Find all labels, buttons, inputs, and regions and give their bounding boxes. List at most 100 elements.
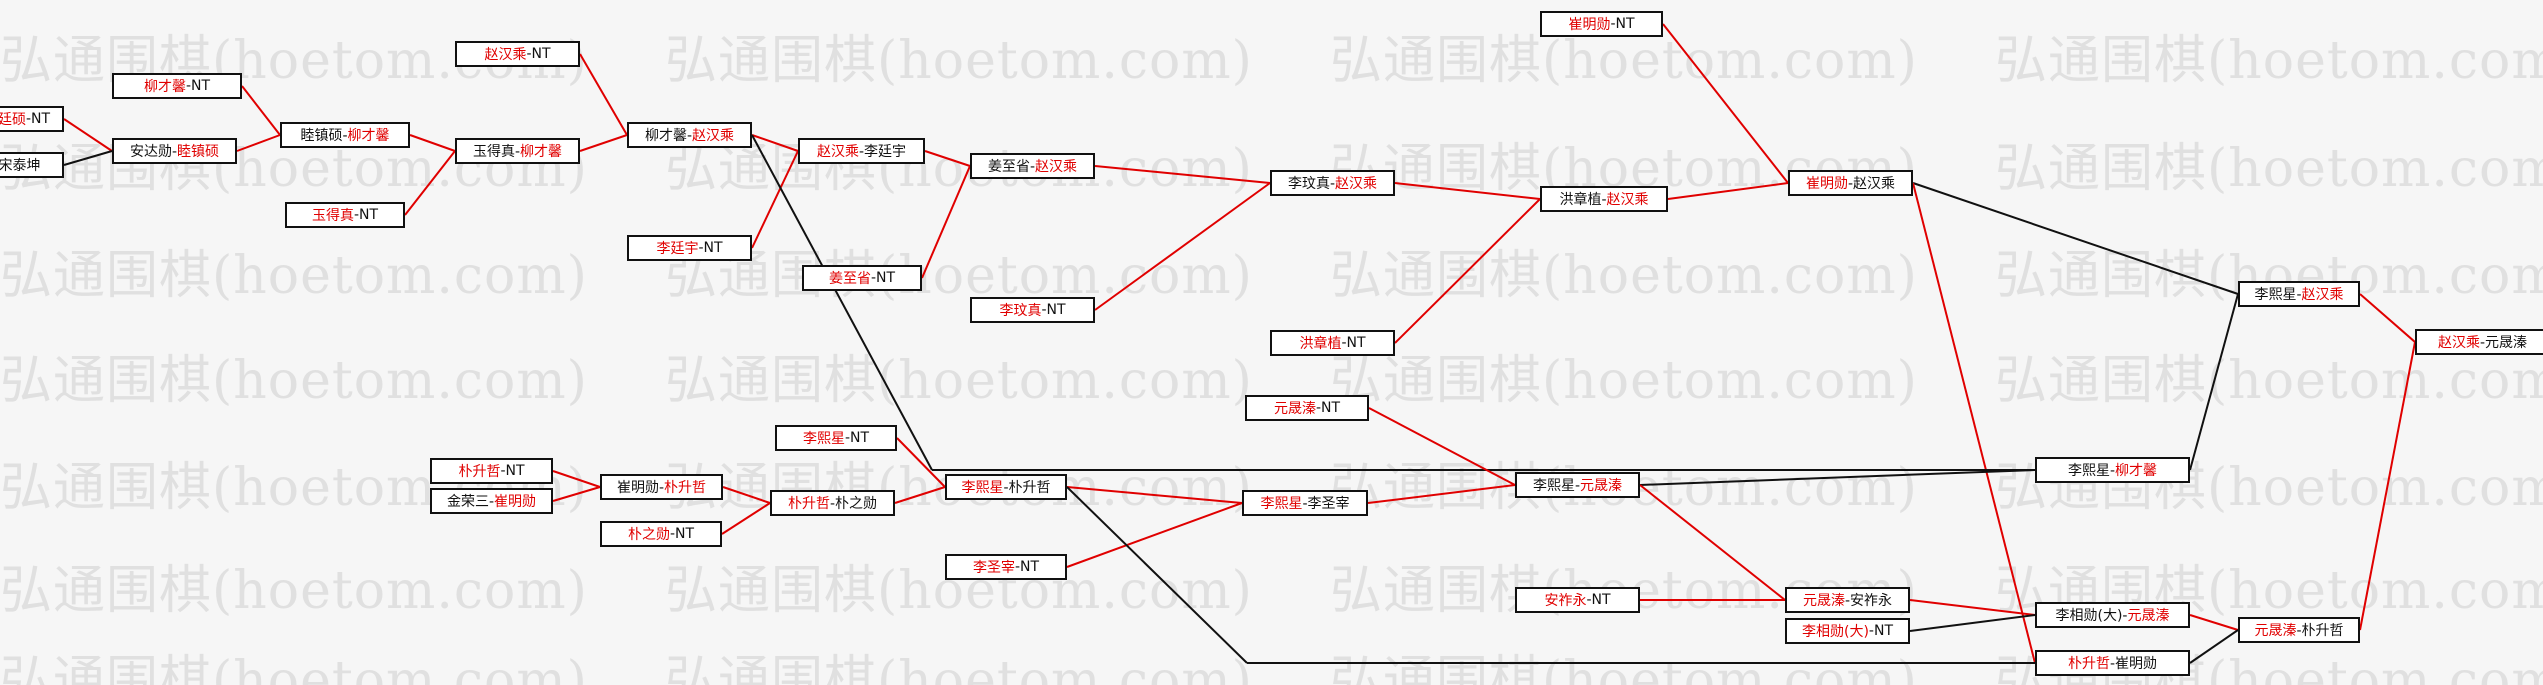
match-node: 李玟真-赵汉乘 bbox=[1270, 170, 1395, 196]
player-name: -安祚永 bbox=[1844, 593, 1893, 609]
player-name: -赵汉乘 bbox=[1847, 176, 1896, 192]
match-node: 李相勋(大)-NT bbox=[1785, 618, 1910, 644]
bracket-connector bbox=[1094, 165, 1271, 184]
match-node: 柳才馨-NT bbox=[112, 73, 242, 99]
match-node: 李熙星-柳才馨 bbox=[2035, 457, 2190, 483]
winner-name: 柳才馨 bbox=[347, 128, 390, 144]
bracket-connector bbox=[722, 486, 771, 504]
player-name: 玉得真- bbox=[472, 144, 521, 160]
bracket-connector bbox=[751, 150, 799, 249]
match-node: 元晟溱-NT bbox=[1245, 395, 1369, 421]
match-node: 姜至省-NT bbox=[802, 265, 922, 291]
bracket-connector bbox=[2359, 341, 2416, 631]
winner-name: 李相勋(大) bbox=[1801, 624, 1869, 640]
player-name: 李熙星- bbox=[1532, 478, 1581, 494]
player-name: -NT bbox=[1041, 302, 1066, 318]
player-name: 李熙星- bbox=[2067, 463, 2116, 479]
winner-name: 赵汉乘 bbox=[1335, 176, 1378, 192]
bracket-connector bbox=[552, 470, 601, 488]
winner-name: 朴升哲 bbox=[787, 496, 830, 512]
bracket-connector bbox=[1909, 599, 2036, 616]
bracket-connector bbox=[579, 53, 628, 136]
bracket-connector bbox=[924, 150, 971, 167]
winner-name: 柳才馨 bbox=[143, 79, 186, 95]
bracket-connector bbox=[2189, 614, 2239, 631]
bracket-connector bbox=[894, 486, 946, 504]
bracket-connector bbox=[1368, 407, 1516, 486]
bracket-connector bbox=[2189, 629, 2239, 664]
winner-name: 洪章植 bbox=[1299, 336, 1342, 352]
player-name: -NT bbox=[1610, 16, 1635, 32]
bracket-connector bbox=[63, 118, 113, 152]
bracket-connector bbox=[2189, 293, 2239, 471]
player-name: 洪章植- bbox=[1559, 192, 1607, 208]
player-name: -朴升哲 bbox=[2296, 623, 2344, 639]
player-name: -NT bbox=[500, 463, 525, 479]
bracket-connector bbox=[1394, 198, 1541, 344]
bracket-connector bbox=[409, 134, 456, 152]
player-name: -李圣宰 bbox=[1302, 496, 1350, 512]
winner-name: 赵汉乘 bbox=[816, 144, 859, 160]
winner-name: 李圣宰 bbox=[972, 560, 1015, 576]
winner-name: 李熙星 bbox=[961, 480, 1004, 496]
match-node: 朴升哲-NT bbox=[430, 458, 553, 484]
winner-name: 赵汉乘 bbox=[2301, 287, 2344, 303]
player-name: 柳才馨- bbox=[644, 128, 693, 144]
winner-name: 赵汉乘 bbox=[484, 47, 527, 63]
winner-name: 玉得真 bbox=[311, 208, 354, 224]
winner-name: 朴升哲 bbox=[458, 464, 501, 480]
winner-name: 崔明勋 bbox=[1568, 17, 1611, 33]
match-node: 李熙星-李圣宰 bbox=[1242, 490, 1368, 516]
player-name: -朴之勋 bbox=[829, 496, 878, 512]
player-name: 李玟真- bbox=[1287, 176, 1336, 192]
match-node: 安达勋-睦镇硕 bbox=[112, 138, 237, 164]
winner-name: 元晟溱 bbox=[1802, 593, 1845, 609]
winner-name: 元晟溱 bbox=[2127, 608, 2170, 624]
player-name: 崔明勋- bbox=[616, 480, 665, 496]
bracket-connector bbox=[1912, 182, 2036, 664]
winner-name: 赵汉乘 bbox=[692, 128, 735, 144]
winner-name: 朴之勋 bbox=[627, 527, 670, 543]
player-name: -崔明勋 bbox=[2109, 656, 2158, 672]
match-node: 崔明勋-赵汉乘 bbox=[1788, 170, 1913, 196]
player-name: -NT bbox=[669, 526, 695, 542]
winner-name: 朴廷硕 bbox=[0, 112, 26, 128]
player-name: -NT bbox=[870, 270, 896, 286]
match-node: 姜至省-赵汉乘 bbox=[970, 153, 1095, 179]
bracket-connector bbox=[552, 486, 601, 502]
bracket-connector bbox=[2359, 293, 2416, 343]
player-name: 安达勋- bbox=[129, 144, 178, 160]
player-name: 李相勋(大)- bbox=[2055, 608, 2128, 624]
bracket-connector bbox=[896, 437, 946, 488]
player-name: -NT bbox=[1868, 623, 1893, 639]
bracket-connector bbox=[1909, 614, 2036, 632]
winner-name: 安祚永 bbox=[1544, 593, 1587, 609]
bracket-connector bbox=[1639, 484, 1786, 601]
match-node: 洪章植-赵汉乘 bbox=[1540, 186, 1668, 212]
bracket-connector bbox=[1394, 182, 1541, 200]
match-node: 崔明勋-NT bbox=[1540, 11, 1663, 37]
match-node: 朴升哲-崔明勋 bbox=[2035, 650, 2190, 676]
bracket-connector bbox=[1094, 182, 1271, 311]
winner-name: 李玟真 bbox=[999, 303, 1042, 319]
bracket-connector bbox=[1066, 486, 1248, 664]
bracket-connector bbox=[751, 134, 933, 471]
bracket-connector bbox=[721, 502, 771, 535]
winner-name: 李廷宇 bbox=[656, 241, 699, 257]
match-node: 朴升哲-朴之勋 bbox=[770, 490, 895, 516]
player-name: -NT bbox=[185, 78, 211, 94]
player-name: -NT bbox=[1315, 400, 1341, 416]
match-node: 赵汉乘-NT bbox=[455, 41, 580, 67]
match-node: 赵汉乘-李廷宇 bbox=[798, 138, 925, 164]
bracket-connector bbox=[404, 150, 456, 216]
match-node: 安祚永-NT bbox=[1515, 587, 1640, 613]
winner-name: 李熙星 bbox=[1260, 496, 1303, 512]
winner-name: 赵汉乘 bbox=[1606, 192, 1649, 208]
winner-name: 元晟溱 bbox=[1580, 478, 1623, 494]
match-node: 元晟溱-安祚永 bbox=[1785, 587, 1910, 613]
player-name: 姜至省- bbox=[987, 159, 1036, 175]
winner-name: 朴升哲 bbox=[664, 480, 707, 496]
match-node: 李熙星-元晟溱 bbox=[1515, 472, 1640, 498]
player-name: -NT bbox=[25, 111, 51, 127]
